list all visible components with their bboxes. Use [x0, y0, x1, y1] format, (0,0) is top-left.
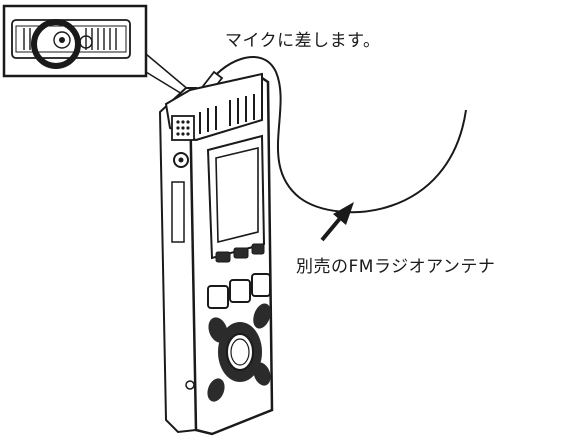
- screen: [215, 146, 259, 244]
- jack-highlight-circle: [31, 19, 81, 69]
- arrow-icon: [320, 202, 354, 242]
- voice-recorder: [158, 72, 274, 436]
- inset-zoom-box: [2, 4, 197, 101]
- mic-instruction-label: マイクに差します。: [225, 31, 381, 51]
- antenna-cable: [205, 55, 467, 214]
- antenna-label: 別売のFMラジオアンテナ: [296, 257, 496, 277]
